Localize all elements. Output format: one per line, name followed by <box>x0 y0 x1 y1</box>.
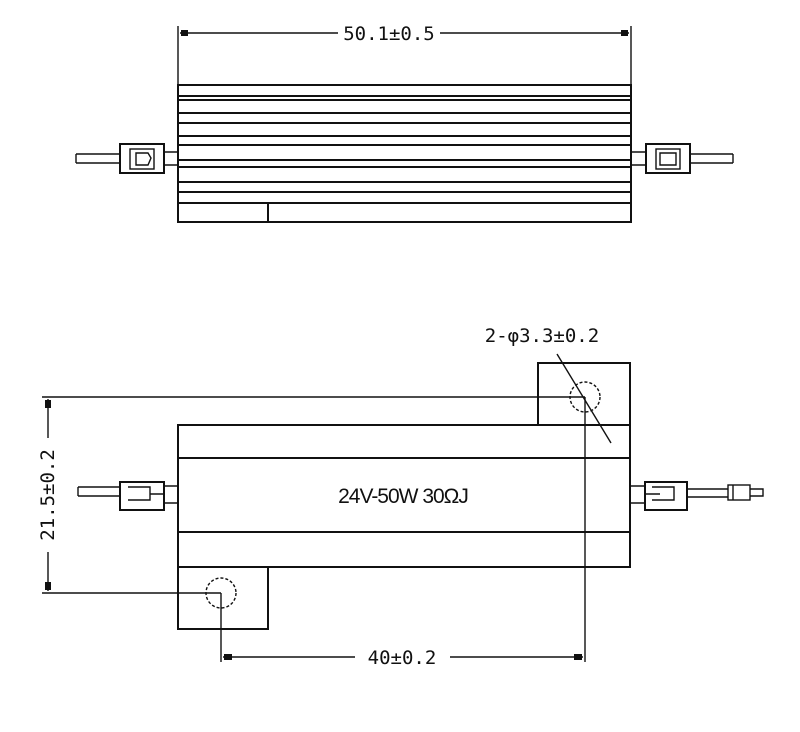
hole-spacing-dimension: 40±0.2 <box>368 647 437 669</box>
resistor-body-bottom <box>177 424 631 568</box>
height-dimension: 21.5±0.2 <box>37 449 59 541</box>
arrow-left-icon <box>224 654 232 660</box>
terminal-right <box>631 143 734 174</box>
arrow-right-icon <box>574 654 582 660</box>
top-view: 50.1±0.5 <box>75 23 734 223</box>
arrow-left-icon <box>181 30 188 36</box>
hole-leader-line <box>556 353 612 444</box>
length-dimension: 50.1±0.5 <box>343 23 435 45</box>
heat-sink-fins <box>178 95 631 222</box>
terminal-left <box>75 143 178 174</box>
resistor-body-top <box>177 84 632 223</box>
arrow-up-icon <box>45 400 51 408</box>
terminal-left <box>77 481 178 511</box>
mounting-tab-top <box>537 362 631 426</box>
terminal-right <box>630 481 764 511</box>
hole-dimension: 2-φ3.3±0.2 <box>485 325 599 347</box>
body-label: 24V-50W 30ΩJ <box>338 485 468 508</box>
bottom-view: 2-φ3.3±0.2 21.5±0.2 40±0.2 24V-50W 30ΩJ <box>37 325 764 669</box>
mounting-tab-bottom <box>177 566 269 630</box>
arrow-right-icon <box>621 30 628 36</box>
arrow-down-icon <box>45 582 51 590</box>
